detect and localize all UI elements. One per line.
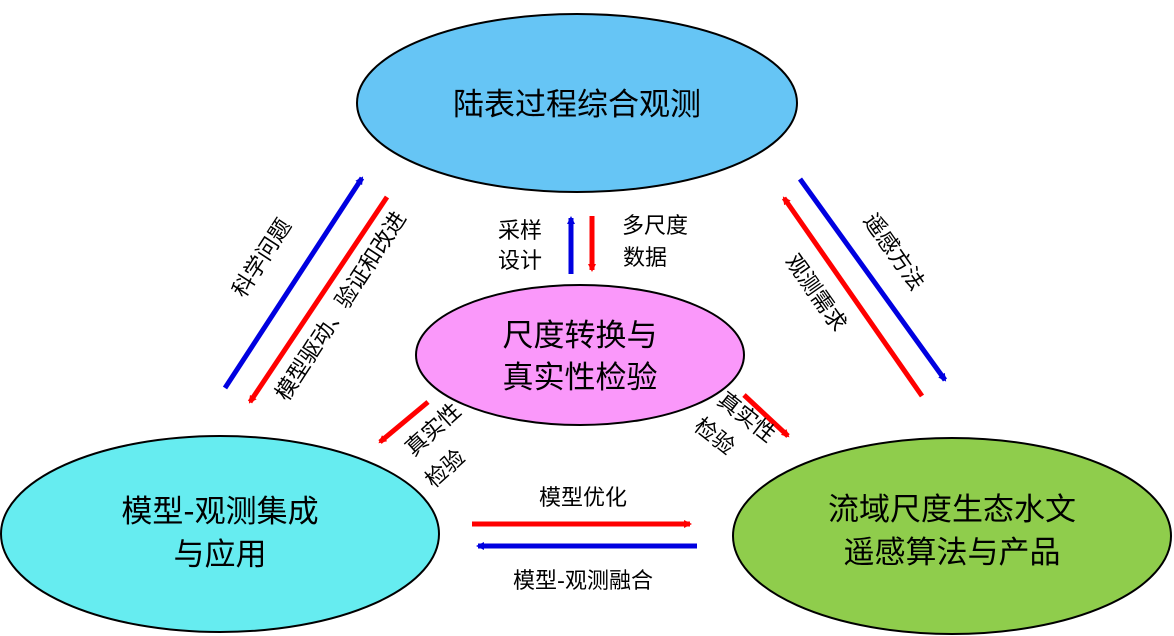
node-left-ellipse (0, 435, 440, 633)
arrow-left-to-top-blue (222, 176, 365, 390)
arrow-center-to-left-red (378, 400, 430, 444)
arrow-right-to-top-red (781, 196, 925, 398)
label-validation-left-line2: 检验 (421, 445, 470, 493)
label-model-optimization: 模型优化 (539, 486, 627, 511)
arrow-center-to-right-red (742, 393, 790, 438)
label-multiscale-line1: 多尺度 (622, 214, 688, 239)
node-center-label-line2: 真实性检验 (503, 360, 658, 396)
arrow-top-to-left-red (247, 195, 390, 404)
node-right-label-line1: 流域尺度生态水文 (828, 492, 1076, 528)
label-sampling-line1: 采样 (498, 219, 542, 244)
label-rs-methods: 遥感方法 (858, 209, 929, 295)
node-top-ellipse (356, 13, 798, 193)
node-center-ellipse (415, 284, 745, 426)
label-obs-needs: 观测需求 (780, 250, 851, 336)
label-sampling-line2: 设计 (498, 249, 542, 274)
node-right-ellipse (732, 437, 1172, 635)
label-model-obs-fusion: 模型-观测融合 (513, 569, 653, 594)
node-right-label-line2: 遥感算法与产品 (844, 535, 1061, 571)
node-left-label-line1: 模型-观测集成 (121, 494, 318, 530)
node-top-label: 陆表过程综合观测 (453, 87, 701, 123)
label-model-driven: 模型驱动、验证和改进 (271, 207, 412, 405)
node-left-label-line2: 与应用 (174, 537, 267, 573)
label-multiscale-line2: 数据 (623, 246, 667, 271)
node-center-label-line1: 尺度转换与 (503, 318, 658, 354)
arrow-top-to-right-blue (797, 177, 948, 382)
